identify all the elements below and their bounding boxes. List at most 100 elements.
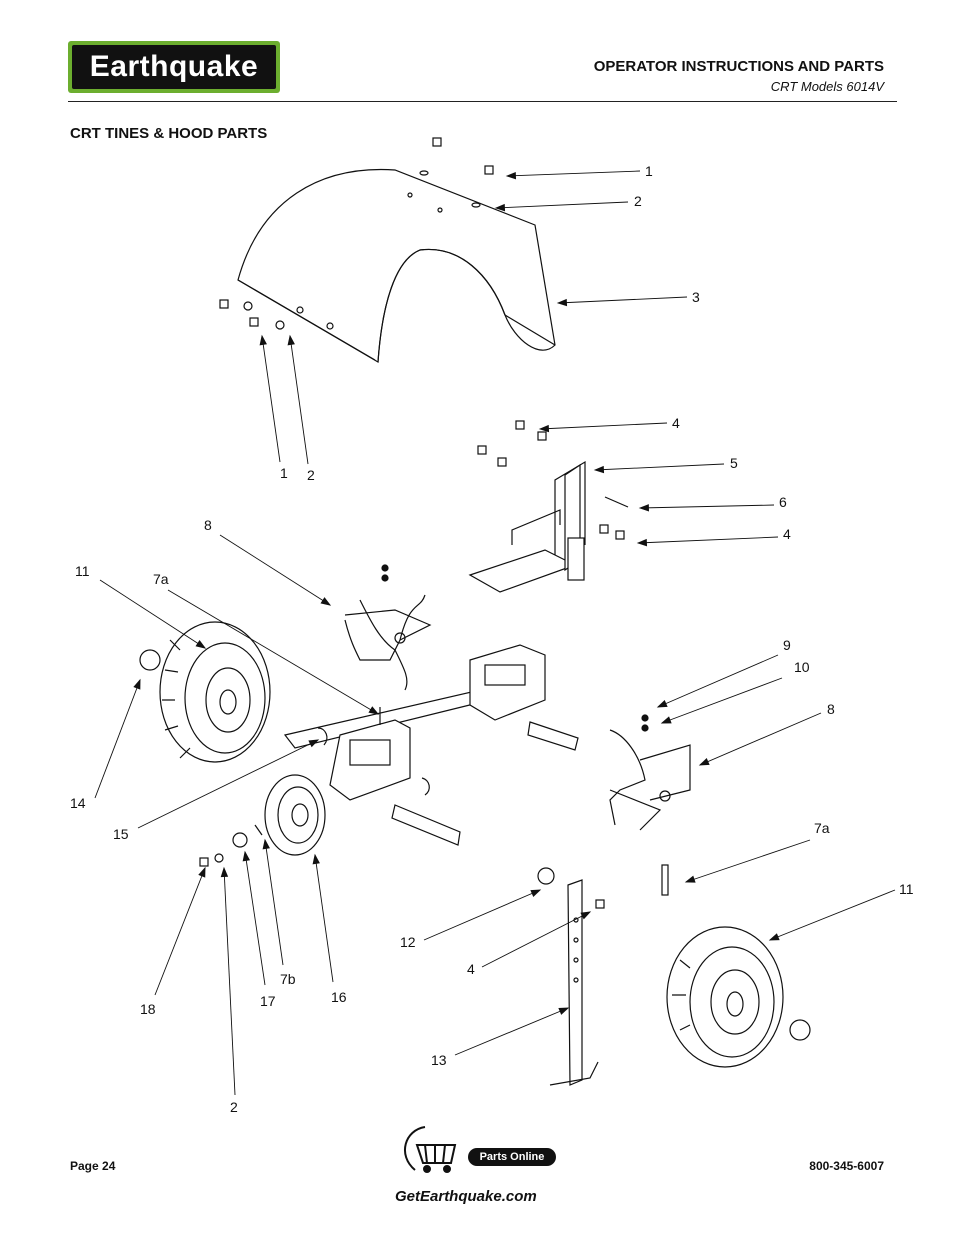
callout-arrowhead bbox=[242, 850, 251, 862]
callout-arrowhead bbox=[320, 597, 332, 606]
callout-arrowhead bbox=[312, 853, 320, 865]
tine-assembly-left bbox=[344, 564, 432, 691]
callout-arrowhead bbox=[368, 706, 380, 715]
mounting-bracket bbox=[468, 420, 629, 593]
callout-label: 1 bbox=[645, 163, 653, 179]
callout-label: 13 bbox=[431, 1052, 447, 1068]
tine-assembly-right bbox=[609, 714, 691, 831]
callout-arrowhead bbox=[530, 889, 542, 897]
callout-arrowhead bbox=[262, 838, 270, 850]
callout-label: 7a bbox=[814, 820, 830, 836]
callout-label: 10 bbox=[794, 659, 810, 675]
leader-lines bbox=[94, 170, 896, 1096]
callout-label: 2 bbox=[634, 193, 642, 209]
callout-label: 7a bbox=[153, 571, 169, 587]
callout-arrowhead bbox=[133, 678, 141, 690]
callout-label: 15 bbox=[113, 826, 129, 842]
callout-label: 14 bbox=[70, 795, 86, 811]
callout-leader-line bbox=[481, 911, 591, 968]
callout-label: 17 bbox=[260, 993, 276, 1009]
website-link[interactable]: GetEarthquake.com bbox=[395, 1188, 537, 1205]
callout-leader-line bbox=[154, 867, 206, 996]
callout-arrowhead bbox=[198, 866, 206, 878]
callout-label: 3 bbox=[692, 289, 700, 305]
callout-label: 1 bbox=[280, 465, 288, 481]
header-divider bbox=[68, 101, 897, 102]
callout-leader-line bbox=[769, 889, 896, 941]
hood-bolts bbox=[219, 137, 494, 330]
header-title: OPERATOR INSTRUCTIONS AND PARTS bbox=[593, 58, 884, 75]
callout-arrowhead bbox=[556, 298, 568, 307]
callout-label: 4 bbox=[783, 526, 791, 542]
earthquake-logo: Earthquake bbox=[68, 41, 280, 93]
callout-leader-line bbox=[94, 679, 141, 799]
pulley bbox=[199, 774, 326, 867]
callout-leader-line bbox=[557, 296, 688, 304]
callout-leader-line bbox=[454, 1007, 569, 1056]
logo-text: Earthquake bbox=[72, 45, 276, 89]
callout-arrowhead bbox=[684, 875, 696, 883]
callout-leader-line bbox=[99, 579, 206, 649]
callout-leader-line bbox=[699, 712, 822, 766]
callout-label: 8 bbox=[827, 701, 835, 717]
callout-leader-line bbox=[219, 534, 331, 606]
callout-leader-line bbox=[594, 463, 725, 471]
callout-leader-line bbox=[223, 867, 236, 1096]
callout-arrowhead bbox=[768, 933, 780, 941]
hood-illustration bbox=[237, 168, 556, 364]
callout-label: 18 bbox=[140, 1001, 156, 1017]
callout-leader-line bbox=[539, 422, 668, 430]
callout-leader-line bbox=[264, 839, 284, 966]
phone-number: 800-345-6007 bbox=[809, 1159, 884, 1173]
callout-arrowhead bbox=[195, 640, 207, 649]
callout-arrowhead bbox=[494, 203, 506, 212]
callout-leader-line bbox=[506, 170, 641, 177]
callout-label: 2 bbox=[307, 467, 315, 483]
callout-leader-line bbox=[261, 335, 281, 463]
callout-leader-line bbox=[657, 654, 779, 708]
callout-leader-line bbox=[244, 851, 266, 986]
callout-label: 2 bbox=[230, 1099, 238, 1115]
shopping-cart-icon bbox=[404, 1126, 457, 1173]
callout-leader-line bbox=[495, 201, 629, 209]
callout-label: 4 bbox=[672, 415, 680, 431]
callout-label: 16 bbox=[331, 989, 347, 1005]
callout-leader-line bbox=[685, 839, 811, 883]
callout-arrowhead bbox=[505, 171, 517, 180]
callout-leader-line bbox=[661, 677, 783, 724]
callout-arrowhead bbox=[287, 334, 295, 346]
callout-leader-line bbox=[637, 536, 779, 544]
callout-label: 12 bbox=[400, 934, 416, 950]
parts-online-badge[interactable]: Parts Online bbox=[468, 1148, 556, 1166]
callout-label: 9 bbox=[783, 637, 791, 653]
wheel-left bbox=[139, 621, 271, 763]
callout-arrowhead bbox=[259, 334, 267, 346]
callout-arrowhead bbox=[656, 700, 668, 708]
callout-arrowhead bbox=[638, 504, 649, 512]
callout-leader-line bbox=[289, 335, 309, 465]
callout-arrowhead bbox=[636, 538, 648, 547]
callout-arrowhead bbox=[558, 1007, 570, 1015]
section-title: CRT TINES & HOOD PARTS bbox=[70, 125, 268, 142]
callout-leader-line bbox=[639, 504, 775, 509]
callout-arrowhead bbox=[593, 465, 605, 474]
callout-leader-line bbox=[167, 589, 379, 715]
callout-label: 4 bbox=[467, 961, 475, 977]
callout-label: 11 bbox=[899, 881, 914, 897]
callout-arrowhead bbox=[580, 911, 592, 920]
callout-label: 6 bbox=[779, 494, 787, 510]
callout-label: 8 bbox=[204, 517, 212, 533]
callout-leader-line bbox=[137, 739, 319, 829]
callout-arrowhead bbox=[660, 716, 672, 724]
callout-arrowhead bbox=[538, 424, 550, 433]
callout-arrowhead bbox=[308, 739, 320, 748]
axle-transmission bbox=[283, 644, 579, 846]
stand-assembly bbox=[537, 864, 669, 1086]
callout-arrowhead bbox=[220, 866, 229, 878]
wheel-right bbox=[666, 926, 811, 1068]
callout-label: 7b bbox=[280, 971, 296, 987]
callout-leader-line bbox=[423, 889, 541, 941]
header-subtitle: CRT Models 6014V bbox=[770, 79, 884, 94]
